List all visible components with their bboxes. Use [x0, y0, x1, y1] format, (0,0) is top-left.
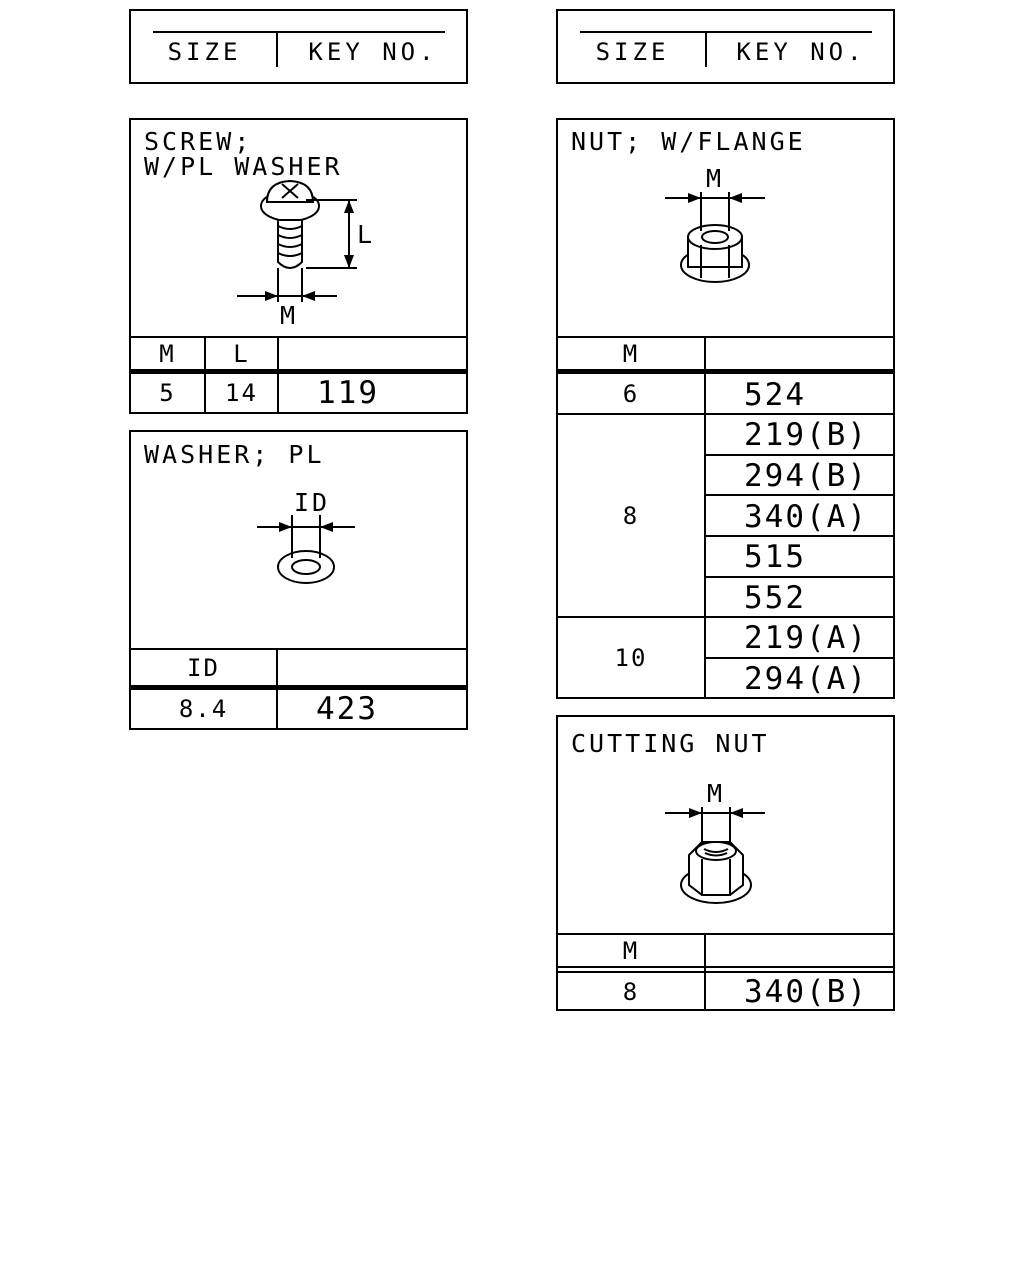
cutting-nut-row-m: 8	[622, 978, 640, 1006]
nut-flange-group-m-8: 8	[622, 501, 640, 530]
nut-flange-key-552: 552	[744, 580, 806, 616]
cutting-nut-col-divider	[704, 933, 706, 1009]
screw-row-key: 119	[317, 375, 379, 411]
nut-flange-group-m-10: 10	[614, 643, 648, 672]
nut-flange-key-219a: 219(A)	[744, 620, 868, 656]
header-rule	[153, 31, 445, 33]
nut-flange-title: NUT; W/FLANGE	[571, 127, 806, 156]
screw-col-m-header: M	[159, 339, 176, 368]
nut-flange-row-rule	[704, 494, 893, 496]
header-key-label: KEY NO.	[736, 38, 866, 66]
nut-flange-row-rule	[704, 535, 893, 537]
nut-flange-key-294b: 294(B)	[744, 458, 868, 494]
screw-col-divider-2	[277, 336, 279, 412]
nut-flange-key-524: 524	[744, 377, 806, 413]
nut-flange-table-header-rule	[558, 369, 893, 374]
washer-row-key: 423	[316, 691, 378, 727]
cutting-nut-table-header-rule	[558, 966, 893, 968]
nut-flange-illustration	[558, 120, 897, 340]
screw-col-divider-1	[204, 336, 206, 412]
screw-row-m: 5	[159, 379, 176, 407]
screw-illustration	[131, 120, 470, 340]
nut-flange-col-divider	[704, 336, 706, 697]
header-size-label: SIZE	[595, 38, 670, 66]
cutting-nut-title: CUTTING NUT	[571, 729, 770, 758]
screw-table-top-rule	[131, 336, 466, 338]
screw-table-header-rule	[131, 369, 466, 374]
washer-title: WASHER; PL	[144, 440, 325, 469]
cutting-nut-panel: CUTTING NUT M M 8 340(B	[556, 715, 895, 1011]
nut-flange-group-rule	[558, 616, 893, 618]
cutting-nut-illustration	[558, 717, 897, 937]
screw-title-line2: W/PL WASHER	[144, 152, 343, 181]
washer-table-header-rule	[131, 685, 466, 690]
nut-flange-row-rule	[704, 576, 893, 578]
header-box-right: SIZE KEY NO.	[556, 9, 895, 84]
screw-col-l-header: L	[233, 339, 250, 368]
header-box-left: SIZE KEY NO.	[129, 9, 468, 84]
header-divider	[276, 31, 278, 67]
screw-title-line1: SCREW;	[144, 127, 253, 156]
washer-row-id: 8.4	[178, 695, 229, 723]
washer-col-id-header: ID	[187, 653, 220, 682]
header-key-label: KEY NO.	[308, 38, 438, 66]
washer-dim-id-label: ID	[294, 488, 331, 517]
cutting-nut-dim-m-label: M	[707, 779, 726, 808]
cutting-nut-table-header-rule-2	[558, 971, 893, 973]
screw-panel: SCREW; W/PL WASHER	[129, 118, 468, 414]
nut-flange-key-340a: 340(A)	[744, 499, 868, 535]
nut-flange-table-top-rule	[558, 336, 893, 338]
nut-flange-row-rule	[704, 454, 893, 456]
screw-dim-l-label: L	[357, 220, 376, 249]
screw-dim-m-label: M	[280, 301, 299, 330]
washer-illustration	[131, 432, 470, 652]
nut-flange-key-219b: 219(B)	[744, 417, 868, 453]
nut-flange-row-rule	[704, 657, 893, 659]
nut-flange-group-m-6: 6	[622, 379, 640, 408]
nut-flange-key-515: 515	[744, 539, 806, 575]
nut-flange-group-rule	[558, 413, 893, 415]
cutting-nut-col-m-header: M	[622, 936, 640, 965]
washer-col-divider	[276, 648, 278, 728]
nut-flange-panel: NUT; W/FLANGE M M	[556, 118, 895, 699]
cutting-nut-row-key: 340(B)	[744, 974, 868, 1010]
cutting-nut-table-top-rule	[558, 933, 893, 935]
nut-flange-dim-m-label: M	[706, 164, 725, 193]
header-rule	[580, 31, 872, 33]
washer-table-top-rule	[131, 648, 466, 650]
header-divider	[705, 31, 707, 67]
nut-flange-key-294a: 294(A)	[744, 661, 868, 697]
header-size-label: SIZE	[167, 38, 242, 66]
screw-row-l: 14	[225, 379, 258, 407]
nut-flange-col-m-header: M	[622, 339, 640, 368]
washer-panel: WASHER; PL ID ID 8.4 423	[129, 430, 468, 730]
